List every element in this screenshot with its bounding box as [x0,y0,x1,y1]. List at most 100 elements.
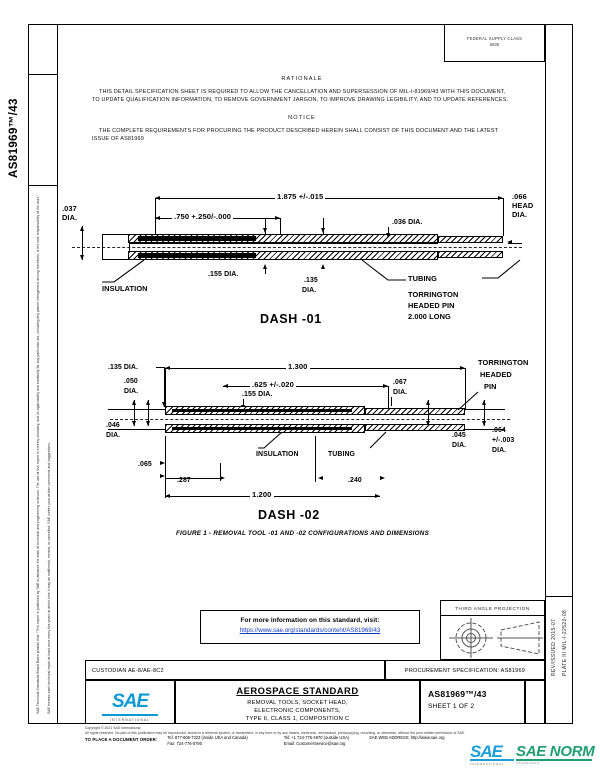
dim-arrow [145,400,150,405]
tel-international: Tel: +1 724-776-4970 (outside USA) [283,735,350,741]
dim-arrow [262,228,267,233]
dash02-dim-064-line3: DIA. [492,447,507,454]
dash01-label-pin-line3: 2.000 LONG [408,312,451,321]
web-label: SAE WEB ADDRESS: [369,735,410,741]
dim-arrow [425,421,430,426]
dash01-dim-066-line1: .066 [512,192,527,201]
dash02-dim-050-line1: .050 [124,378,138,385]
ext-line [315,436,316,482]
dash01-dim-overall: 1.875 +/-.015 [275,192,326,201]
dash02-lower-tip [365,424,465,431]
dash02-pin-lower [108,429,166,430]
dash02-dim-045-line2: DIA. [452,442,467,449]
dash01-dim-155: .155 DIA. [206,271,241,278]
dim-arrow [460,365,465,370]
watermark-norm-sub: STANDARDS [516,761,540,765]
third-angle-projection-box: THIRD ANGLE PROJECTION [440,600,545,660]
revision-date-vertical: REV/ISSUED 2015-07 [551,618,557,676]
dim-leader [391,397,392,406]
dim-arrow [425,400,430,405]
dash02-625-dimline [223,386,388,387]
dim-arrow [385,233,390,238]
revision-cell [525,680,545,724]
dash02-287-dimline [165,478,220,479]
email: Email: CustomerService@sae.org [283,740,346,746]
dash02-1300-dimline [165,368,465,369]
sae-logo-subtext: INTERNATIONAL [110,718,150,722]
watermark-sae-sub: INTERNATIONAL [470,762,505,766]
dash02-insulation-lower [172,427,352,430]
dash02-tubing-leader [369,431,387,449]
dash02-dim-135: .135 DIA. [108,364,139,371]
dash01-overall-dimline [155,198,503,199]
dim-arrow [262,264,267,269]
ext-line [465,368,466,410]
title-line-3: TYPE II, CLASS 1, COMPOSITION C [245,716,350,723]
dash01-tip-upper [438,236,503,243]
dash01-tip-lower [438,251,503,258]
dash02-dim-067-line2: DIA. [393,389,408,396]
document-number: AS81969™/43 [428,689,487,699]
sae-norm-watermark: SAE INTERNATIONAL SAE NORM STANDARDS [470,742,596,772]
dash02-dim-045-line1: .045 [452,432,466,439]
dim-arrow [481,400,486,405]
dash01-label-insulation: INSULATION [102,284,148,293]
dim-arrow [383,383,388,388]
dash02-dim-240: .240 [348,477,362,484]
dim-arrow [145,421,150,426]
dim-arrow [155,195,160,200]
watermark-sae-text: SAE [470,742,503,761]
dash02-dim-287: .287 [177,477,191,484]
dash02-dim-625: .625 +/-.020 [250,380,296,389]
dim-arrow [375,493,380,498]
watermark-sae-bar [470,759,514,761]
ext-line [280,218,281,234]
notice-body: THE COMPLETE REQUIREMENTS FOR PROCURING … [92,127,498,143]
more-info-text: For more information on this standard, v… [240,617,380,624]
dim-arrow [481,421,486,426]
dim-arrow [165,493,170,498]
dash02-pin-upper [108,409,166,410]
dim-leader [265,268,266,274]
fax: Fax: 724-776-0790 [167,740,202,746]
procurement-cell: PROCUREMENT SPECIFICATION: AS81969 [385,660,545,680]
left-margin-strip [28,24,58,724]
dim-leader [164,367,165,407]
dash01-label-pin-line2: HEADED PIN [408,301,455,310]
dash02-title: DASH -02 [258,508,320,522]
dim-arrow-stem [428,400,429,426]
dim-arrow [223,383,228,388]
dim-arrow [160,461,165,465]
dim-arrow [160,474,165,478]
dash01-dim-066-line3: DIA. [512,210,528,219]
watermark-norm-bar [516,759,592,761]
ext-line [165,436,166,498]
dim-arrow [320,228,325,233]
ext-line [165,368,166,406]
tel-usa: Tel: 877-606-7323 (inside USA and Canada… [167,735,248,741]
order-label: TO PLACE A DOCUMENT ORDER: [85,737,158,743]
web-url[interactable]: http://www.sae.org [410,735,445,741]
dash02-dim-155: .155 DIA. [240,391,275,398]
figure-caption: FIGURE 1 - REMOVAL TOOL -01 AND -02 CONF… [175,530,430,537]
figure-1: 1.875 +/-.015 .750 +.250/-.000 .037 DIA.… [60,178,545,548]
dash01-label-tubing: TUBING [408,274,437,283]
projection-title: THIRD ANGLE PROJECTION [441,601,544,616]
sae-logo: SAE [86,691,174,716]
dash01-label-pin-line1: TORRINGTON [408,290,459,299]
standard-id-box [28,74,58,186]
sae-review-note-vertical: SAE reviews each technical report at lea… [47,441,51,714]
sae-disclaimer-vertical: SAE Technical Standards Board Rules prov… [36,195,40,714]
dash02-insulation-upper [172,409,352,412]
right-strip-divider [545,596,573,597]
dim-arrow-stem [148,400,149,426]
dim-leader [265,218,266,234]
dash01-dim-135-line2: DIA. [302,287,317,294]
dim-arrow [507,240,512,244]
standard-url-link[interactable]: https://www.sae.org/standards/content/AS… [239,627,381,634]
dash02-label-pin-line2: HEADED [480,370,512,379]
ext-line [220,463,221,481]
dim-arrow-stem [484,400,485,426]
watermark-norm-text: SAE NORM [516,743,595,760]
dim-leader [508,242,522,244]
